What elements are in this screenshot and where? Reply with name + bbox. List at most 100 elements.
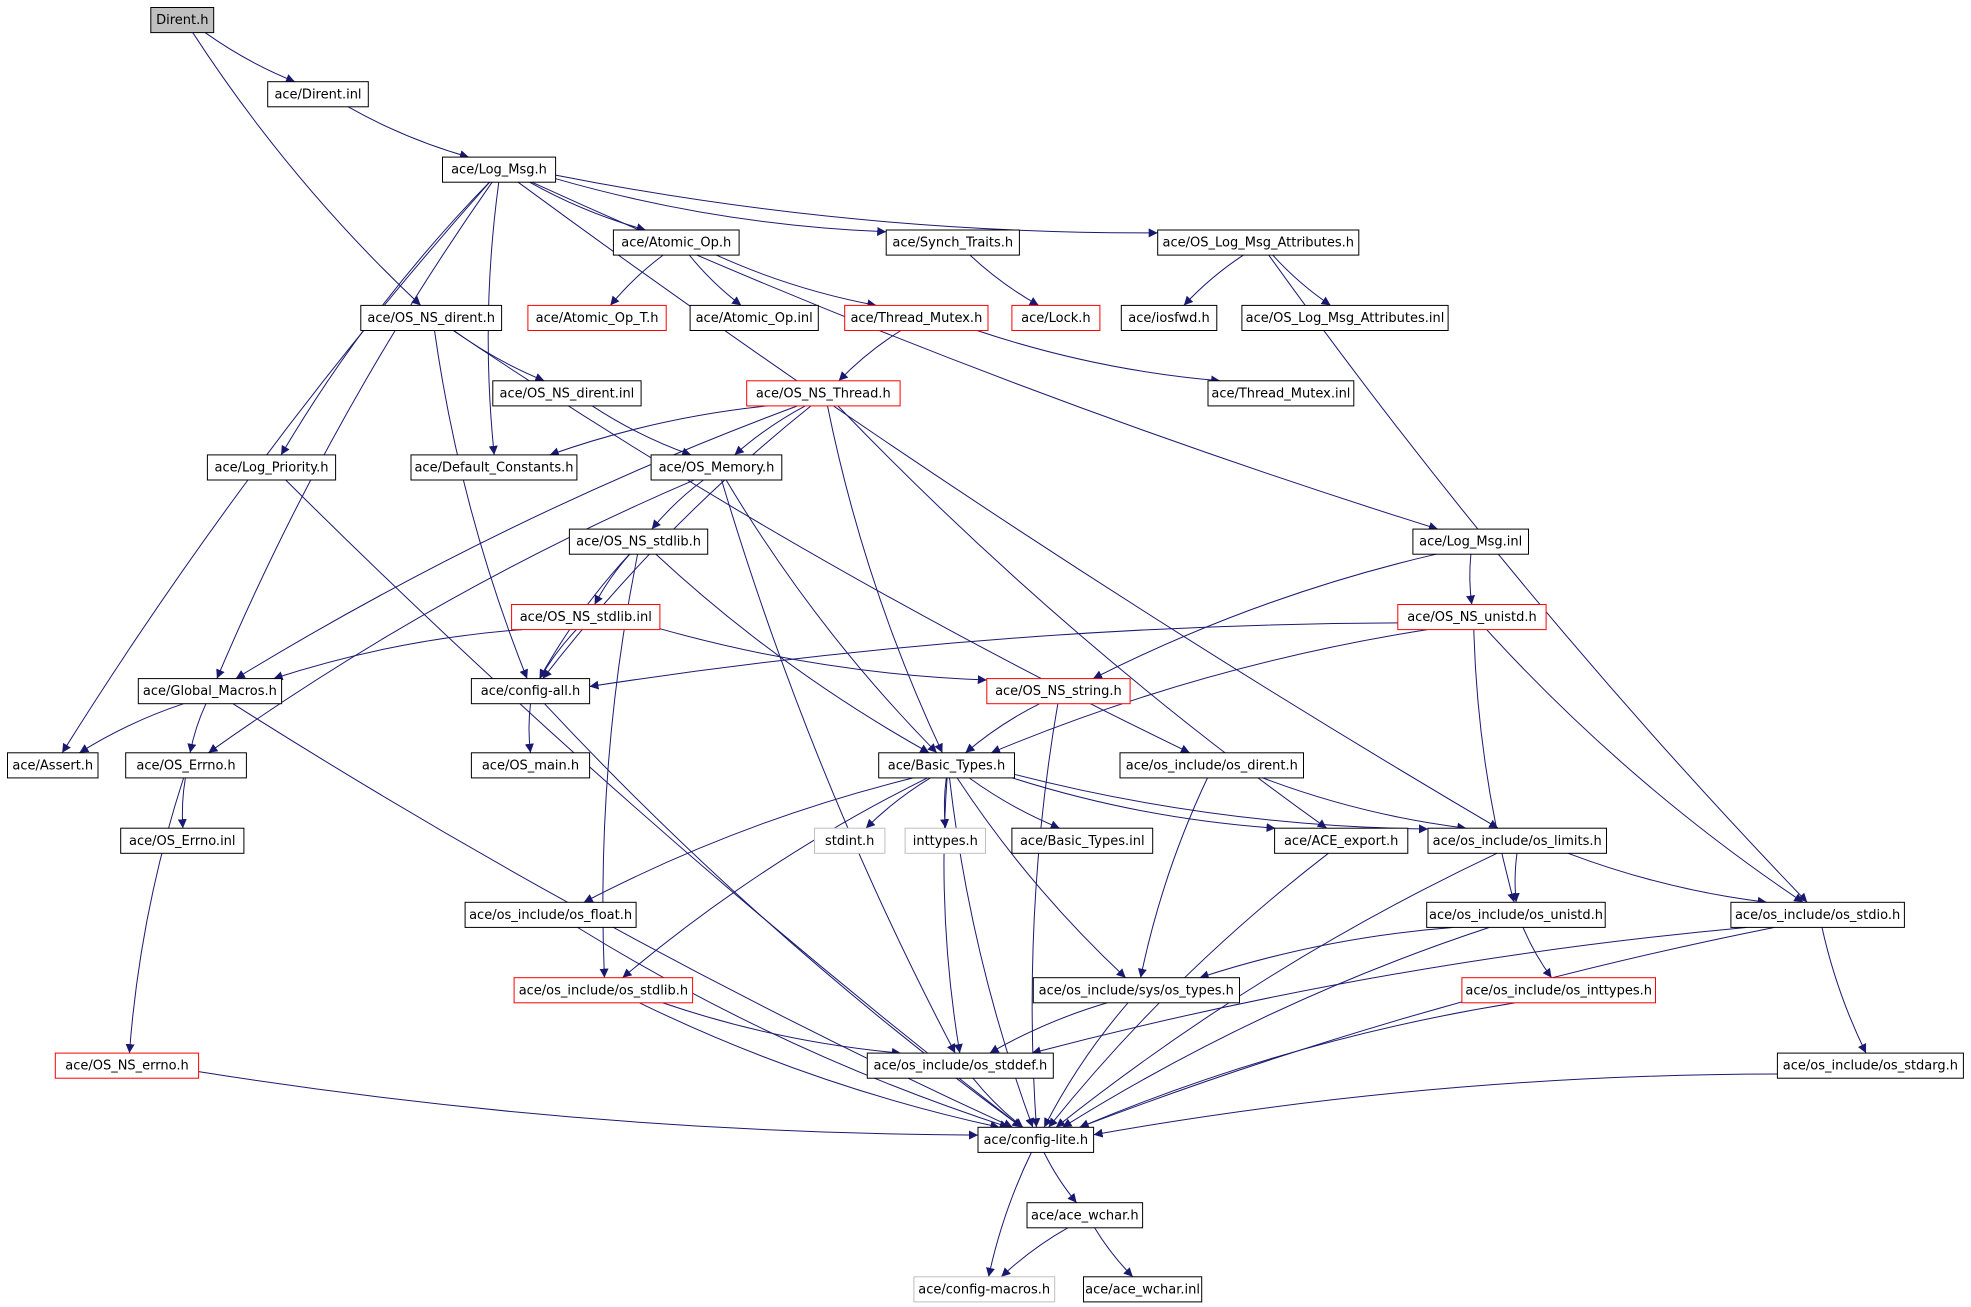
node-box — [1427, 827, 1607, 854]
node-os-stdarg-h[interactable]: ace/os_include/os_stdarg.h — [1776, 1052, 1964, 1079]
node-basic-types-inl[interactable]: ace/Basic_Types.inl — [1011, 827, 1154, 854]
node-os-ns-dirent-inl[interactable]: ace/OS_NS_dirent.inl — [492, 380, 642, 407]
node-os-stddef-h[interactable]: ace/os_include/os_stddef.h — [866, 1052, 1054, 1079]
node-thread-mutex-inl[interactable]: ace/Thread_Mutex.inl — [1207, 380, 1355, 407]
node-label: ace/OS_NS_stdlib.inl — [520, 610, 652, 625]
node-os-float-h[interactable]: ace/os_include/os_float.h — [464, 901, 637, 928]
edge-atomic_op_h-to-atomic_op_inl — [688, 254, 742, 306]
node-lock-h[interactable]: ace/Lock.h — [1011, 304, 1101, 331]
node-os-stdio-h[interactable]: ace/os_include/os_stdio.h — [1730, 901, 1905, 928]
node-label: ace/config-all.h — [481, 684, 581, 699]
node-label: stdint.h — [825, 834, 874, 849]
node-label: ace/Default_Constants.h — [414, 461, 573, 476]
node-dirent-inl[interactable]: ace/Dirent.inl — [267, 81, 369, 108]
edge-os_stdio_h-to-os_stdarg_h — [1821, 927, 1867, 1054]
node-ace-wchar-inl[interactable]: ace/ace_wchar.inl — [1083, 1276, 1203, 1303]
edge-os_ns_dirent_inl-to-os_memory_h — [592, 405, 692, 457]
node-os-ns-stdlib-h[interactable]: ace/OS_NS_stdlib.h — [568, 528, 709, 555]
node-label: ace/OS_Log_Msg_Attributes.inl — [1246, 311, 1445, 326]
node-stdint-h[interactable]: stdint.h — [814, 827, 886, 854]
node-log-msg-h[interactable]: ace/Log_Msg.h — [442, 156, 557, 183]
edge-basic_types_h-to-inttypes_h — [940, 777, 950, 829]
node-label: ace/Synch_Traits.h — [892, 236, 1013, 251]
edge-log_msg_h-to-os_log_msg_attr_h — [555, 174, 1158, 238]
node-os-ns-dirent-h[interactable]: ace/OS_NS_dirent.h — [360, 304, 503, 331]
edge-os_ns_thread_h-to-global_macros_h — [235, 405, 798, 680]
node-os-unistd-h[interactable]: ace/os_include/os_unistd.h — [1426, 901, 1606, 928]
node-ace-export-h[interactable]: ace/ACE_export.h — [1274, 827, 1409, 854]
node-atomic-op-inl[interactable]: ace/Atomic_Op.inl — [689, 304, 819, 331]
node-label: ace/iosfwd.h — [1128, 311, 1209, 326]
node-dirent-h[interactable]: Dirent.h — [150, 7, 215, 34]
edge-log_priority_h-to-config_lite_h — [285, 479, 1022, 1128]
node-box — [1083, 1276, 1203, 1303]
node-box — [1011, 304, 1101, 331]
node-box — [125, 752, 247, 779]
node-os-errno-inl[interactable]: ace/OS_Errno.inl — [120, 827, 245, 854]
node-label: ace/Dirent.inl — [274, 87, 361, 102]
node-os-include-os-dirent-h[interactable]: ace/os_include/os_dirent.h — [1119, 752, 1304, 779]
node-log-priority-h[interactable]: ace/Log_Priority.h — [206, 454, 337, 481]
node-config-all-h[interactable]: ace/config-all.h — [470, 678, 591, 705]
node-os-stdlib-h[interactable]: ace/os_include/os_stdlib.h — [513, 977, 694, 1004]
node-synch-traits-h[interactable]: ace/Synch_Traits.h — [885, 229, 1020, 256]
node-basic-types-h[interactable]: ace/Basic_Types.h — [878, 752, 1016, 779]
node-label: ace/os_include/os_stdio.h — [1735, 908, 1900, 923]
node-os-limits-h[interactable]: ace/os_include/os_limits.h — [1427, 827, 1607, 854]
node-ace-wchar-h[interactable]: ace/ace_wchar.h — [1026, 1202, 1144, 1229]
edge-os_ns_errno_h-to-config_lite_h — [198, 1071, 979, 1140]
node-box — [1120, 304, 1218, 331]
edge-basic_types_h-to-stdint_h — [865, 777, 931, 829]
node-box — [527, 304, 667, 331]
edge-os_ns_stdlib_inl-to-os_ns_string_h — [659, 628, 987, 685]
node-os-errno-h[interactable]: ace/OS_Errno.h — [125, 752, 247, 779]
node-os-memory-h[interactable]: ace/OS_Memory.h — [650, 454, 783, 481]
node-os-ns-errno-h[interactable]: ace/OS_NS_errno.h — [54, 1052, 200, 1079]
node-label: ace/os_include/os_dirent.h — [1126, 758, 1298, 773]
node-thread-mutex-h[interactable]: ace/Thread_Mutex.h — [844, 304, 989, 331]
edge-sys_os_types_h-to-os_stddef_h — [989, 1002, 1108, 1054]
edge-os_ns_stdlib_inl-to-global_macros_h — [273, 629, 523, 681]
node-label: Dirent.h — [156, 13, 208, 28]
node-os-ns-thread-h[interactable]: ace/OS_NS_Thread.h — [746, 380, 901, 407]
node-box — [470, 678, 591, 705]
edge-os_ns_thread_h-to-basic_types_h — [827, 405, 943, 754]
edge-log_msg_h-to-atomic_op_h — [529, 181, 646, 232]
node-config-lite-h[interactable]: ace/config-lite.h — [977, 1126, 1095, 1153]
node-os-log-msg-attr-inl[interactable]: ace/OS_Log_Msg_Attributes.inl — [1241, 304, 1449, 331]
node-atomic-op-h[interactable]: ace/Atomic_Op.h — [612, 229, 740, 256]
node-box — [885, 229, 1020, 256]
node-os-ns-stdlib-inl[interactable]: ace/OS_NS_stdlib.inl — [511, 604, 661, 631]
node-default-constants-h[interactable]: ace/Default_Constants.h — [410, 454, 578, 481]
edge-os_memory_h-to-os_ns_stdlib_h — [651, 479, 704, 530]
node-box — [1026, 1202, 1144, 1229]
node-os-ns-string-h[interactable]: ace/OS_NS_string.h — [986, 678, 1131, 705]
node-box — [442, 156, 557, 183]
node-assert-h[interactable]: ace/Assert.h — [7, 752, 99, 779]
node-config-macros-h[interactable]: ace/config-macros.h — [913, 1276, 1056, 1303]
node-sys-os-types-h[interactable]: ace/os_include/sys/os_types.h — [1032, 977, 1241, 1004]
node-log-msg-inl[interactable]: ace/Log_Msg.inl — [1412, 528, 1530, 555]
node-os-log-msg-attr-h[interactable]: ace/OS_Log_Msg_Attributes.h — [1157, 229, 1360, 256]
edge-os_stdlib_h-to-config_lite_h — [639, 1002, 1000, 1130]
edge-global_macros_h-to-os_errno_h — [187, 703, 207, 753]
node-global-macros-h[interactable]: ace/Global_Macros.h — [137, 678, 283, 705]
edge-config_lite_h-to-ace_wchar_h — [1043, 1152, 1077, 1204]
node-label: ace/os_include/os_stddef.h — [873, 1059, 1047, 1074]
node-os-main-h[interactable]: ace/OS_main.h — [470, 752, 591, 779]
edge-basic_types_h-to-os_stddef_h — [943, 777, 963, 1054]
node-atomic-op-t-h[interactable]: ace/Atomic_Op_T.h — [527, 304, 667, 331]
node-box — [150, 7, 215, 34]
node-box — [1032, 977, 1241, 1004]
node-os-ns-unistd-h[interactable]: ace/OS_NS_unistd.h — [1397, 604, 1547, 631]
node-label: ace/OS_Errno.h — [136, 758, 235, 773]
edge-basic_types_h-to-config_lite_h — [949, 777, 1034, 1128]
node-iosfwd-h[interactable]: ace/iosfwd.h — [1120, 304, 1218, 331]
edge-atomic_op_h-to-atomic_op_t_h — [609, 254, 664, 306]
edge-os_unistd_h-to-config_lite_h — [1062, 927, 1490, 1128]
edge-basic_types_h-to-os_limits_h — [1014, 773, 1429, 834]
node-box — [1274, 827, 1409, 854]
edge-os_ns_unistd_h-to-os_stdio_h — [1486, 629, 1804, 903]
node-os-inttypes-h[interactable]: ace/os_include/os_inttypes.h — [1461, 977, 1657, 1004]
node-inttypes-h[interactable]: inttypes.h — [904, 827, 986, 854]
